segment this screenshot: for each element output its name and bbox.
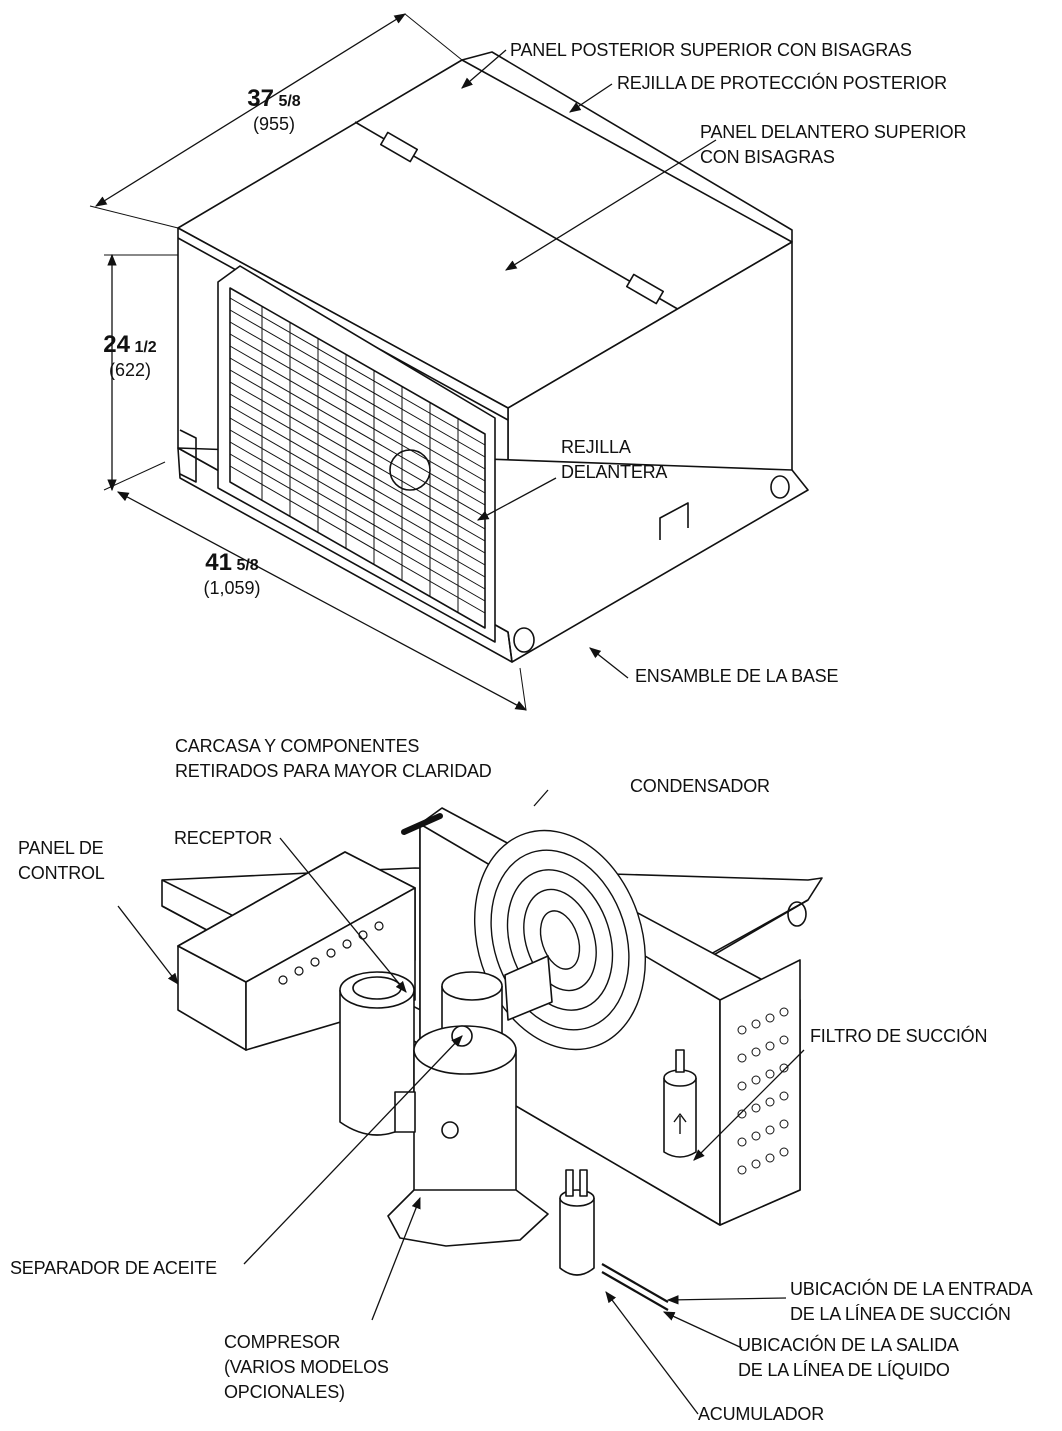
label-front-top-panel-line2: CON BISAGRAS	[700, 147, 835, 167]
label-compressor-line1: COMPRESOR	[224, 1332, 341, 1352]
label-control-panel-line1: PANEL DE	[18, 838, 104, 858]
clarity-note-line1: CARCASA Y COMPONENTES	[175, 736, 420, 756]
clarity-note-line2: RETIRADOS PARA MAYOR CLARIDAD	[175, 761, 492, 781]
dimension-lines	[89, 13, 528, 711]
depth-fraction: 5/8	[278, 93, 301, 110]
label-suction-inlet-line1: UBICACIÓN DE LA ENTRADA	[790, 1279, 1033, 1299]
height-dimension: 24 1/2 (622)	[84, 331, 176, 381]
height-fraction: 1/2	[134, 339, 157, 356]
label-suction-filter: FILTRO DE SUCCIÓN	[810, 1026, 988, 1046]
compressor-mount-plate	[387, 1189, 549, 1247]
label-front-grille: REJILLA DELANTERA	[561, 435, 667, 485]
height-inches: 24	[103, 331, 130, 358]
label-liquid-outlet: UBICACIÓN DE LA SALIDA DE LA LÍNEA DE LÍ…	[738, 1333, 959, 1383]
label-liquid-outlet-line2: DE LA LÍNEA DE LÍQUIDO	[738, 1360, 950, 1380]
coil-tubes	[737, 1007, 789, 1175]
width-inches: 41	[205, 549, 232, 576]
depth-mm: (955)	[252, 114, 296, 134]
label-front-grille-line2: DELANTERA	[561, 462, 668, 482]
hinge-front	[625, 273, 665, 305]
leaders-bottom	[117, 789, 805, 1415]
accumulator	[559, 1169, 595, 1276]
depth-dimension: 37 5/8 (955)	[228, 85, 320, 135]
label-suction-inlet-line2: DE LA LÍNEA DE SUCCIÓN	[790, 1304, 1011, 1324]
label-oil-separator: SEPARADOR DE ACEITE	[10, 1258, 217, 1278]
internal-components	[161, 807, 823, 1311]
width-dimension: 41 5/8 (1,059)	[186, 549, 278, 599]
height-mm: (622)	[108, 360, 152, 380]
leaders-top	[461, 49, 717, 679]
compressor	[387, 1025, 549, 1247]
label-compressor: COMPRESOR (VARIOS MODELOS OPCIONALES)	[224, 1330, 389, 1405]
width-mm: (1,059)	[203, 578, 261, 598]
fan-behind-grille	[389, 449, 431, 491]
label-compressor-line3: OPCIONALES)	[224, 1382, 345, 1402]
label-suction-inlet: UBICACIÓN DE LA ENTRADA DE LA LÍNEA DE S…	[790, 1277, 1033, 1327]
label-control-panel: PANEL DE CONTROL	[18, 836, 105, 886]
fan-motor	[504, 955, 553, 1021]
label-front-top-panel-line1: PANEL DELANTERO SUPERIOR	[700, 122, 967, 142]
width-fraction: 5/8	[236, 557, 259, 574]
label-compressor-line2: (VARIOS MODELOS	[224, 1357, 389, 1377]
label-front-top-panel: PANEL DELANTERO SUPERIOR CON BISAGRAS	[700, 120, 966, 170]
depth-dimension-line	[95, 13, 406, 207]
clarity-note: CARCASA Y COMPONENTES RETIRADOS PARA MAY…	[175, 734, 492, 784]
width-dimension-line	[116, 491, 528, 711]
label-front-grille-line1: REJILLA	[561, 437, 631, 457]
label-condenser: CONDENSADOR	[630, 776, 770, 796]
label-control-panel-line2: CONTROL	[18, 863, 105, 883]
label-rear-top-panel: PANEL POSTERIOR SUPERIOR CON BISAGRAS	[510, 40, 912, 60]
knockout-holes	[278, 921, 384, 985]
label-base-assembly: ENSAMBLE DE LA BASE	[635, 666, 839, 686]
depth-inches: 37	[247, 85, 274, 112]
label-accumulator: ACUMULADOR	[698, 1404, 825, 1424]
terminal-box	[394, 1091, 416, 1133]
line-set	[601, 1263, 669, 1311]
label-receiver: RECEPTOR	[174, 828, 273, 848]
label-liquid-outlet-line1: UBICACIÓN DE LA SALIDA	[738, 1335, 959, 1355]
base-lift-hole-right	[770, 475, 790, 499]
label-rear-guard: REJILLA DE PROTECCIÓN POSTERIOR	[617, 73, 947, 93]
